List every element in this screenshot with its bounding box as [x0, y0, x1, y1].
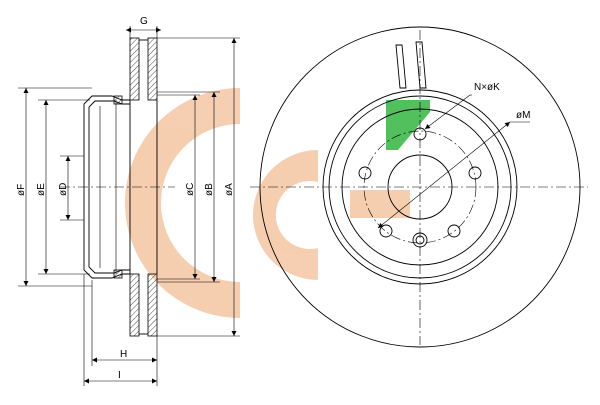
ring-inner-plate-top	[129, 37, 140, 101]
bolt-hole	[379, 224, 393, 238]
dim-label-A: øA	[224, 183, 235, 196]
logo-orange-arc-inner	[253, 150, 318, 280]
hat-outer-edge	[328, 95, 512, 279]
side-view-dimensions: G øF øE øD øC øB øA H	[16, 16, 240, 386]
ring-outer-plate-top	[147, 37, 158, 101]
friction-slot	[415, 41, 427, 89]
front-view: N×øK øM	[250, 26, 588, 348]
side-section-view	[60, 37, 175, 337]
dim-label-D: øD	[58, 183, 69, 196]
pin-hole	[412, 232, 428, 248]
hat-flange-top	[113, 95, 123, 105]
label-M: øM	[516, 110, 530, 121]
ring-inner-plate-bottom	[129, 273, 140, 337]
friction-slot	[395, 44, 407, 89]
dim-label-B: øB	[204, 183, 215, 196]
bolt-hole	[447, 224, 461, 238]
bolt-hole	[468, 166, 482, 180]
dim-label-F: øF	[16, 184, 27, 196]
ring-outer-plate-bottom	[147, 273, 158, 337]
logo-green-shape	[386, 100, 430, 150]
logo-orange-bar	[350, 190, 410, 218]
dim-label-E: øE	[36, 183, 47, 196]
hat-flange-bottom	[113, 269, 123, 279]
dim-label-I: I	[118, 370, 121, 381]
bolt-hole	[358, 166, 372, 180]
disc-outer-edge	[259, 26, 581, 348]
dim-label-G: G	[140, 16, 148, 27]
dim-label-C: øC	[185, 183, 196, 196]
label-NK: N×øK	[474, 82, 500, 93]
friction-inner-edge	[322, 89, 518, 285]
brand-logo-watermark	[125, 88, 430, 318]
logo-orange-arc-outer	[125, 88, 240, 318]
dim-label-H: H	[120, 349, 127, 360]
